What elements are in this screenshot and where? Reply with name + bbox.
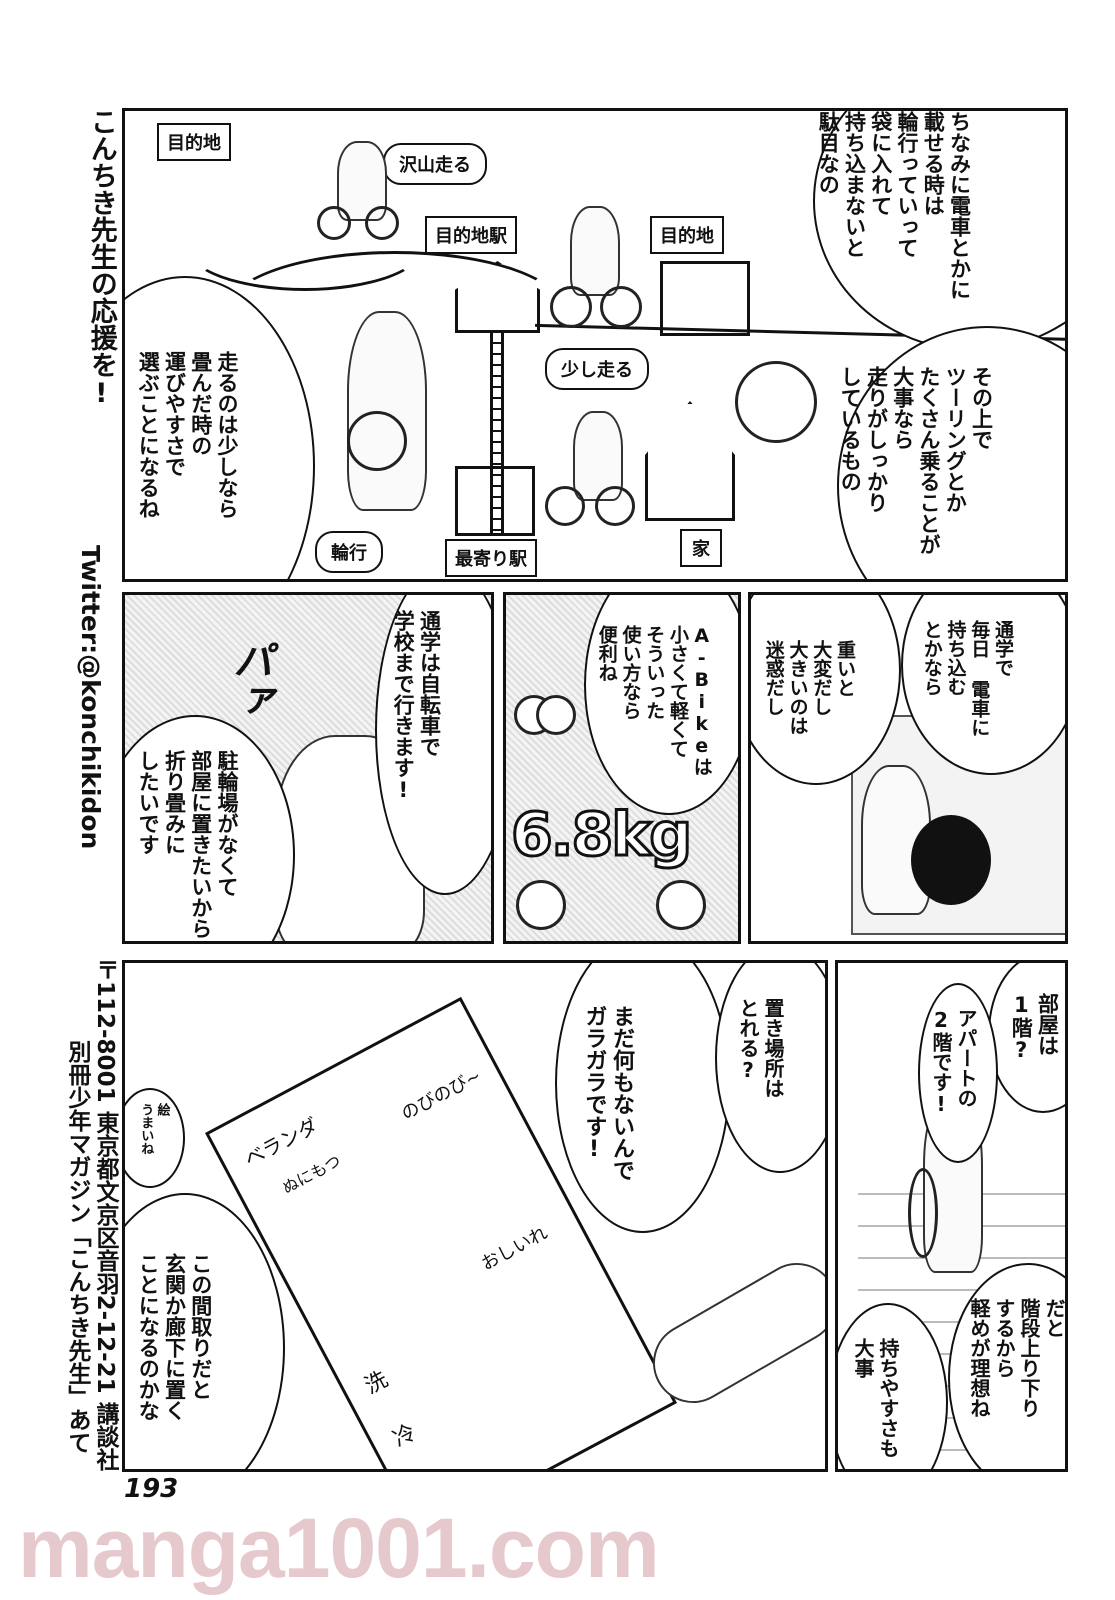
speech-bubble [901, 595, 1065, 775]
bike-bag [911, 815, 991, 905]
bubble-text-train: 通学で 毎日 電車に 持ち込む とかなら [920, 620, 1014, 737]
label-nearest-station: 最寄り駅 [445, 539, 537, 577]
bubble-text-parking: 駐輪場がなくて 部屋に置きたいから 折り畳みに したいです [136, 750, 239, 939]
floorplan-label: 洗 [360, 1367, 393, 1400]
speech-bubble [918, 983, 998, 1163]
bike-wheel [550, 286, 592, 328]
panel-girl-waving: パァ 通学は自転車で 学校まで行きます! 駐輪場がなくて 部屋に置きたいから 折… [122, 592, 494, 944]
station-building [455, 261, 540, 333]
bubble-text-space: 置き場所は とれる? [736, 998, 785, 1098]
bike-wheel [365, 206, 399, 240]
floorplan-label: おしいれ [477, 1222, 552, 1275]
bubble-text-heavy: 重いと 大変だし 大きいのは 迷惑だし [762, 640, 856, 735]
column-title: こんちき先生の応援を! [85, 108, 117, 409]
bike-wheel [656, 880, 706, 930]
label-destination-top: 目的地 [157, 123, 231, 161]
panel-abike: 6.8kg A-Bikeは 小さくて軽くて そういった 使い方なら 便利ね [503, 592, 741, 944]
mailing-recipient: 別冊少年マガジン「こんちき先生」あて [64, 1040, 90, 1454]
bubble-text-right-bottom: その上で ツーリングとか たくさん乗ることが 大事なら 走りがしっかり している… [838, 366, 994, 555]
bike-wheel [595, 486, 635, 526]
railway-track [490, 333, 504, 533]
speech-bubble [125, 1088, 185, 1188]
bike-wheel [536, 695, 576, 735]
girl-riding-bike [573, 411, 623, 501]
bubble-text-second-floor: アパートの 2階です! [929, 1008, 978, 1116]
label-run-a-lot: 沢山走る [383, 143, 487, 185]
speech-bubble [375, 595, 491, 895]
panel-train: 通学で 毎日 電車に 持ち込む とかなら 重いと 大変だし 大きいのは 迷惑だし [748, 592, 1068, 944]
bubble-text-right-top: ちなみに電車とかに 載せる時は 輪行っていって 袋に入れて 持ち込まないと 駄目… [816, 111, 972, 300]
label-rinko: 輪行 [315, 531, 383, 573]
label-destination-station: 目的地駅 [425, 216, 517, 254]
hand-with-pen [638, 1248, 825, 1418]
floorplan-label: 冷 [389, 1420, 421, 1453]
bubble-text-stairs: だと 階段上り下り するから 軽めが理想ね [967, 1298, 1066, 1418]
bubble-text-easy-carry: 持ちやすさも 大事 [851, 1338, 900, 1458]
folded-bike-inset [735, 361, 817, 443]
speech-bubble [555, 963, 730, 1233]
bike-wheel [908, 1168, 938, 1258]
bike-wheel [516, 880, 566, 930]
mailing-address: 〒112-8001 東京都文京区音羽2-12-21 講談社 [92, 958, 118, 1471]
road-path [225, 251, 565, 371]
bike-wheel [545, 486, 585, 526]
page-number: 193 [124, 1474, 179, 1504]
bike-wheel [600, 286, 642, 328]
panel-floorplan: ベランダ のびのび~ ぬにもつ おしいれ 洗 冷 まだ何もないんで ガラガラです… [122, 960, 828, 1472]
house [645, 401, 735, 521]
destination-building [660, 261, 750, 336]
panel-stairs: 部屋は 1階? アパートの 2階です! だと 階段上り下り するから 軽めが理想… [835, 960, 1068, 1472]
panel-route-map: 目的地 沢山走る 目的地駅 目的地 少し走る 輪行 最寄り駅 家 ちなみに電車と… [122, 108, 1068, 582]
twitter-handle[interactable]: Twitter:@konchikidon [76, 545, 105, 850]
speech-bubble [838, 1303, 948, 1469]
bagged-bike [347, 411, 407, 471]
label-home: 家 [680, 529, 722, 567]
watermark: manga1001.com [18, 1501, 660, 1595]
girl-riding-bike [570, 206, 620, 296]
label-run-a-little: 少し走る [545, 348, 649, 390]
bubble-text-nice-drawing: 絵 うまいね [138, 1103, 170, 1155]
bubble-text-empty: まだ何もないんで ガラガラです! [581, 1005, 635, 1181]
bubble-text-floor: 部屋は 1階? [1009, 993, 1060, 1062]
nearest-station-building [455, 466, 535, 536]
bubble-text-left: 走るのは少しなら 畳んだ時の 運びやすさで 選ぶことになるね [136, 351, 239, 519]
speech-bubble [715, 963, 825, 1173]
bubble-text-layout: この間取りだと 玄関か廊下に置く ことになるのかな [136, 1253, 213, 1421]
bubble-text-abike: A-Bikeは 小さくて軽くて そういった 使い方なら 便利ね [595, 625, 713, 776]
sfx-text: パァ [226, 640, 272, 720]
label-destination: 目的地 [650, 216, 724, 254]
girl-with-bag [347, 311, 427, 511]
bubble-text-commute: 通学は自転車で 学校まで行きます! [391, 610, 442, 802]
bike-wheel [317, 206, 351, 240]
floorplan-label: のびのび~ [398, 1065, 485, 1125]
floorplan-label: ぬにもつ [279, 1151, 344, 1198]
speech-bubble [584, 595, 738, 815]
